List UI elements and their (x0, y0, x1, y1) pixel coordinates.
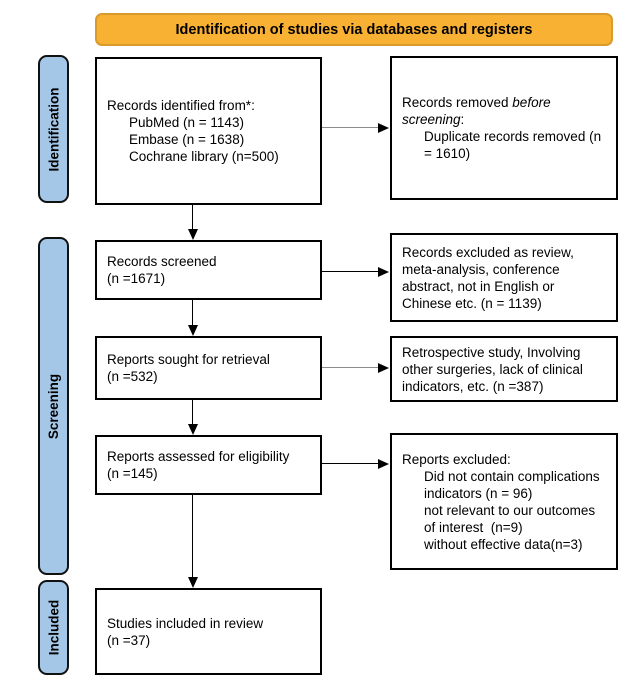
arrow-sought-to-assessed-head-icon (188, 424, 198, 435)
arrow-assessed-to-included-head-icon (188, 577, 198, 588)
stage-included: Included (38, 580, 69, 675)
records-removed-italic: before screening (402, 95, 555, 127)
reports-assessed-count: (n =145) (107, 466, 158, 481)
records-screened-line1: Records screened (107, 254, 217, 269)
reports-not-retrieved-text: Retrospective study, Involving other sur… (402, 344, 587, 394)
arrow-screened-to-excluded-line (322, 271, 379, 272)
arrow-assessed-to-included-line (192, 495, 193, 578)
records-identified-item: Embase (n = 1638) (129, 132, 245, 147)
box-reports-sought: Reports sought for retrieval (n =532) (95, 336, 322, 400)
box-reports-excluded: Reports excluded: Did not contain compli… (390, 433, 618, 570)
stage-identification-label: Identification (46, 87, 61, 171)
box-studies-included: Studies included in review (n =37) (95, 588, 322, 675)
records-removed-item: Duplicate records removed (n = 1610) (424, 129, 605, 161)
arrow-assessed-to-excluded-head-icon (378, 459, 389, 469)
arrow-sought-to-notretrieved-head-icon (378, 363, 389, 373)
box-reports-not-retrieved: Retrospective study, Involving other sur… (390, 336, 618, 402)
reports-excluded-item: Did not contain complications indicators… (424, 468, 604, 501)
stage-screening-label: Screening (46, 373, 61, 439)
box-reports-assessed: Reports assessed for eligibility (n =145… (95, 435, 322, 495)
arrow-identified-to-screened-head-icon (188, 229, 198, 240)
arrow-identified-to-removed-head-icon (378, 123, 389, 133)
box-records-identified: Records identified from*: PubMed (n = 11… (95, 57, 322, 205)
reports-excluded-item: not relevant to our outcomes of interest… (424, 502, 599, 535)
arrow-sought-to-notretrieved-line (322, 367, 379, 368)
records-identified-title: Records identified from*: (107, 98, 255, 113)
stage-identification: Identification (38, 55, 69, 203)
arrow-sought-to-assessed-line (192, 400, 193, 425)
box-records-excluded: Records excluded as review, meta-analysi… (390, 233, 618, 322)
arrow-screened-to-sought-head-icon (188, 325, 198, 336)
reports-assessed-line1: Reports assessed for eligibility (107, 449, 290, 464)
records-removed-suffix: : (460, 112, 465, 127)
box-records-removed: Records removed before screening: Duplic… (390, 56, 618, 200)
reports-excluded-item: without effective data(n=3) (424, 536, 583, 552)
arrow-screened-to-excluded-head-icon (378, 267, 389, 277)
stage-screening: Screening (38, 237, 69, 575)
banner-title-text: Identification of studies via databases … (175, 21, 533, 38)
records-identified-item: Cochrane library (n=500) (129, 149, 279, 164)
arrow-identified-to-removed-line (322, 127, 379, 128)
banner-title: Identification of studies via databases … (95, 13, 613, 46)
arrow-assessed-to-excluded-line (322, 463, 379, 464)
records-excluded-text: Records excluded as review, meta-analysi… (402, 244, 578, 311)
box-records-screened: Records screened (n =1671) (95, 240, 322, 300)
records-screened-count: (n =1671) (107, 271, 166, 286)
stage-included-label: Included (46, 599, 62, 656)
arrow-identified-to-screened-line (192, 205, 193, 230)
records-removed-prefix: Records removed (402, 95, 513, 110)
reports-sought-line1: Reports sought for retrieval (107, 352, 270, 367)
reports-sought-count: (n =532) (107, 369, 158, 384)
records-removed-title: Records removed before screening: (402, 94, 606, 128)
studies-included-line1: Studies included in review (107, 615, 264, 631)
records-identified-item: PubMed (n = 1143) (129, 115, 244, 130)
reports-excluded-title: Reports excluded: (402, 451, 511, 467)
studies-included-count: (n =37) (107, 632, 151, 648)
arrow-screened-to-sought-line (192, 300, 193, 326)
